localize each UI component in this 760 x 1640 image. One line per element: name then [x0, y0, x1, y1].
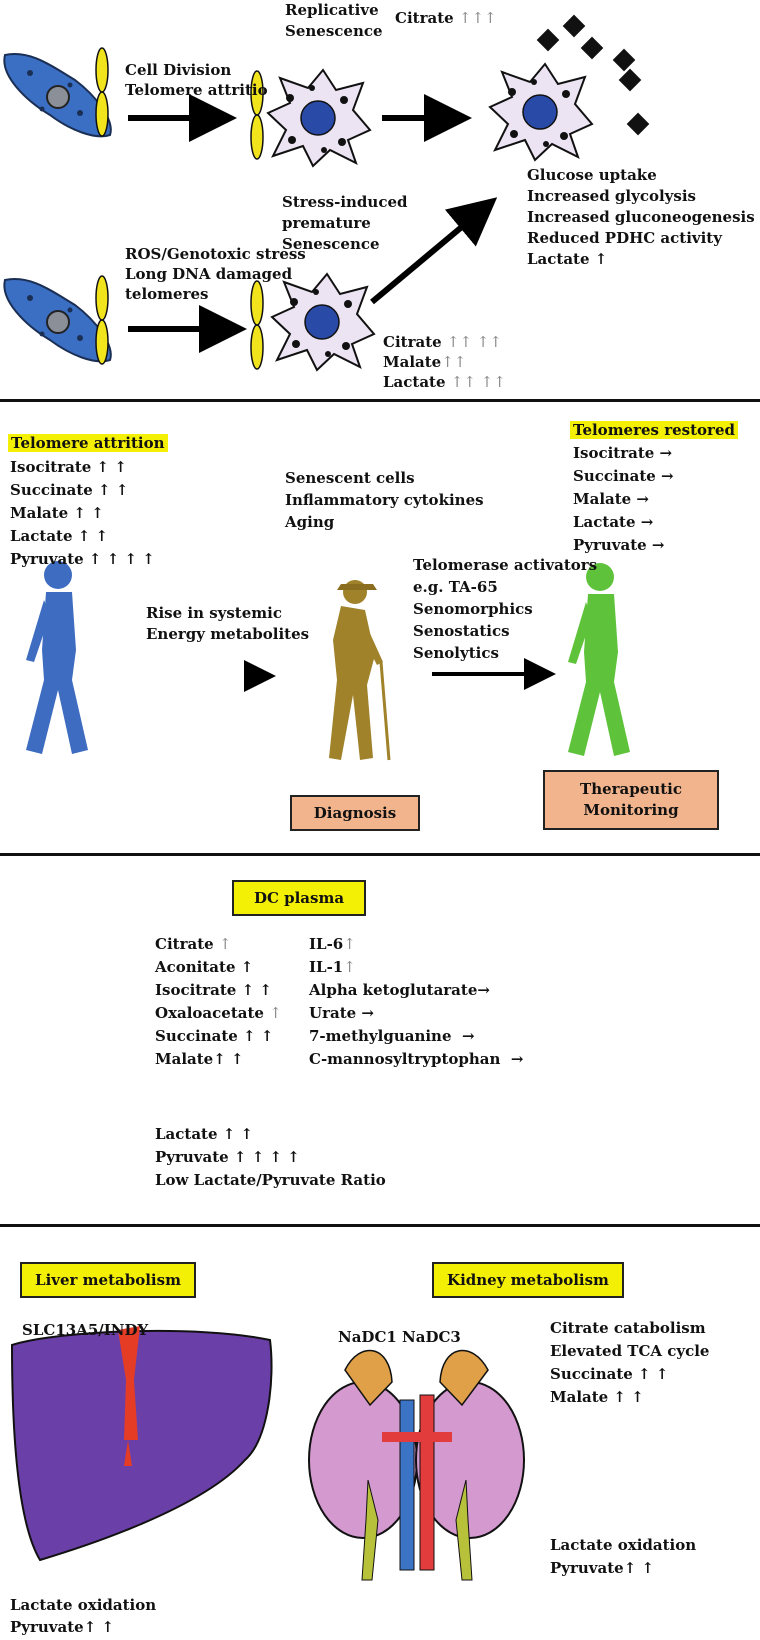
- cell-division-label: Cell Division: [125, 61, 232, 79]
- dc-left-item: Oxaloacetate ↑: [155, 1004, 282, 1022]
- senescent-cell-icon: [267, 69, 371, 167]
- slc-label: SLC13A5/INDY: [22, 1321, 149, 1339]
- panel1-graphics: [3, 14, 650, 371]
- stress-label-3: Senescence: [282, 235, 380, 253]
- therapy-item: Senolytics: [413, 644, 499, 662]
- panel2-graphics: [26, 561, 630, 761]
- therapy-item: Telomerase activators: [413, 556, 598, 574]
- divider: [0, 853, 760, 856]
- arrow: [370, 197, 498, 305]
- effect-item: Reduced PDHC activity: [527, 229, 722, 247]
- telomeres-restored-heading: Telomeres restored: [570, 420, 738, 441]
- nadc-label: NaDC1 NaDC3: [338, 1328, 461, 1346]
- citrate-stress-label: Citrate ↑↑ ↑↑: [383, 333, 502, 351]
- dc-left-item: Malate↑ ↑: [155, 1050, 244, 1068]
- therapy-item: e.g. TA-65: [413, 578, 498, 596]
- kidney-bottom-item: Pyruvate↑ ↑: [550, 1559, 655, 1577]
- middle-list-item: Aging: [285, 513, 335, 531]
- right-list-item: Malate →: [573, 490, 650, 508]
- divider: [0, 399, 760, 402]
- cell-icon: [3, 278, 112, 363]
- chromosome-icon: [95, 47, 109, 137]
- malate-stress-label: Malate↑↑: [383, 353, 467, 371]
- middle-list-item: Inflammatory cytokines: [285, 491, 484, 509]
- chromosome-icon: [250, 280, 264, 370]
- effect-item: Lactate ↑: [527, 250, 608, 268]
- lactate-stress-label: Lactate ↑↑ ↑↑: [383, 373, 506, 391]
- right-list-item: Pyruvate →: [573, 536, 665, 554]
- telomere-attrition-heading: Telomere attrition: [8, 433, 168, 454]
- dc-bottom-item: Lactate ↑ ↑: [155, 1125, 254, 1143]
- elderly-person-icon: [329, 580, 391, 761]
- dc-right-item: 7-methylguanine →: [309, 1027, 475, 1045]
- right-list-item: Isocitrate →: [573, 444, 673, 462]
- liver-metabolism-title: Liver metabolism: [20, 1262, 196, 1298]
- dc-bottom-item: Pyruvate ↑ ↑ ↑ ↑: [155, 1148, 300, 1166]
- therapy-item: Senostatics: [413, 622, 510, 640]
- citrate-top-label: Citrate ↑↑↑: [395, 9, 497, 27]
- liver-bottom-item: Pyruvate↑ ↑: [10, 1618, 115, 1636]
- dc-left-item: Isocitrate ↑ ↑: [155, 981, 272, 999]
- long-dna-label: Long DNA damaged: [125, 265, 293, 283]
- telomere-attrition-label: Telomere attritio: [125, 81, 268, 99]
- dc-plasma-title: DC plasma: [232, 880, 366, 916]
- dc-bottom-item: Low Lactate/Pyruvate Ratio: [155, 1171, 386, 1189]
- left-list-item: Lactate ↑ ↑: [10, 527, 109, 545]
- rise-label-2: Energy metabolites: [146, 625, 310, 643]
- therapy-item: Senomorphics: [413, 600, 533, 618]
- ros-stress-label: ROS/Genotoxic stress: [125, 245, 306, 263]
- effect-item: Glucose uptake: [527, 166, 657, 184]
- kidney-metabolism-title: Kidney metabolism: [432, 1262, 624, 1298]
- replicative-label-2: Senescence: [285, 22, 383, 40]
- senescent-cell-icon: [489, 63, 593, 161]
- middle-list-item: Senescent cells: [285, 469, 415, 487]
- stress-label-1: Stress-induced: [282, 193, 408, 211]
- left-list-item: Isocitrate ↑ ↑: [10, 458, 127, 476]
- liver-bottom-item: Lactate oxidation: [10, 1596, 157, 1614]
- kidney-list-item: Citrate catabolism: [550, 1319, 706, 1337]
- dc-right-item: Alpha ketoglutarate→: [309, 981, 490, 999]
- senescent-cell-icon: [271, 273, 375, 371]
- effect-item: Increased gluconeogenesis: [527, 208, 755, 226]
- left-list-item: Malate ↑ ↑: [10, 504, 104, 522]
- diagnosis-box: Diagnosis: [290, 795, 420, 831]
- dc-right-item: IL-1↑: [309, 958, 356, 976]
- dc-right-item: IL-6↑: [309, 935, 356, 953]
- kidney-list-item: Malate ↑ ↑: [550, 1388, 644, 1406]
- kidney-icon: [308, 1349, 525, 1581]
- stress-label-2: premature: [282, 214, 371, 232]
- replicative-label-1: Replicative: [285, 1, 379, 19]
- chromosome-icon: [95, 275, 109, 365]
- kidney-list-item: Elevated TCA cycle: [550, 1342, 710, 1360]
- right-list-item: Lactate →: [573, 513, 654, 531]
- dc-right-item: C-mannosyltryptophan →: [309, 1050, 524, 1068]
- kidney-bottom-item: Lactate oxidation: [550, 1536, 697, 1554]
- dc-left-item: Citrate ↑: [155, 935, 232, 953]
- dc-left-item: Aconitate ↑: [155, 958, 254, 976]
- kidney-list-item: Succinate ↑ ↑: [550, 1365, 669, 1383]
- left-list-item: Pyruvate ↑ ↑ ↑ ↑: [10, 550, 155, 568]
- dc-left-item: Succinate ↑ ↑: [155, 1027, 274, 1045]
- liver-icon: [10, 1326, 273, 1562]
- left-list-item: Succinate ↑ ↑: [10, 481, 129, 499]
- dc-right-item: Urate →: [309, 1004, 374, 1022]
- telomeres-label: telomeres: [125, 285, 209, 303]
- person-green-icon: [568, 563, 630, 756]
- rise-label-1: Rise in systemic: [146, 604, 282, 622]
- effect-item: Increased glycolysis: [527, 187, 696, 205]
- right-list-item: Succinate →: [573, 467, 674, 485]
- cell-icon: [3, 53, 112, 138]
- person-blue-icon: [26, 561, 88, 754]
- divider: [0, 1224, 760, 1227]
